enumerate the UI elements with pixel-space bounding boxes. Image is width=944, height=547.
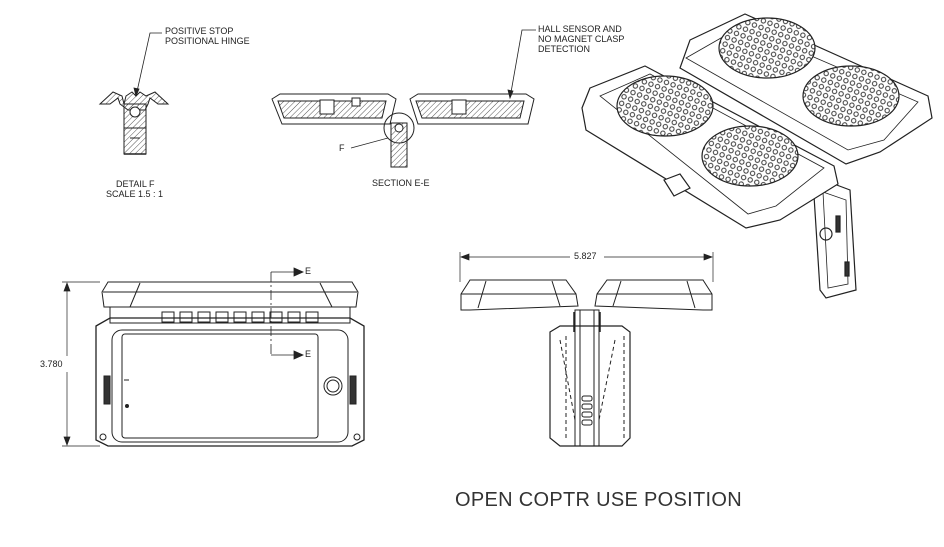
sensor-callout-line2: NO MAGNET CLASP [538,34,625,44]
front-pad [101,281,359,308]
front-view [95,281,365,447]
iso-front-fan-1 [616,75,714,137]
detail-f-reference: F [339,143,345,153]
side-right-pad [594,279,713,311]
section-detail-leader [350,137,389,149]
front-case [95,317,365,447]
hinge-pin [129,106,141,118]
width-dimension-value: 5.827 [574,251,597,261]
section-right-pad [409,93,535,125]
side-hinge-post [574,309,600,447]
section-left-pad [271,93,397,125]
height-dimension [62,281,100,447]
side-case [549,325,631,447]
hinge-callout-line1: POSITIVE STOP [165,26,234,36]
section-marker-top: E [305,266,312,276]
drawing-title: OPEN COPTR USE POSITION [455,489,742,511]
right-side-button [349,375,357,405]
iso-front-fan-2 [701,125,799,187]
hinge-leader [133,32,162,98]
section-name: SECTION E-E [372,178,430,188]
isometric-view [581,13,933,299]
height-dimension-value: 3.780 [40,359,63,369]
section-cut-line [270,267,304,360]
detail-name: DETAIL F [116,179,155,189]
home-button [323,376,343,396]
hinge-flange [98,91,170,111]
front-phone [111,329,349,443]
iso-back-fan-2 [802,65,900,127]
sensor-callout-line1: HALL SENSOR AND [538,24,622,34]
side-view [459,252,714,447]
detail-scale: SCALE 1.5 : 1 [106,189,164,199]
side-buttons [581,395,593,426]
sensor-leader [507,29,536,100]
iso-back-fan-1 [718,17,816,79]
sensor-callout-line3: DETECTION [538,44,591,54]
width-dimension [459,252,714,282]
side-left-pad [460,279,579,311]
detail-f-view [98,91,170,155]
left-side-button [103,375,111,405]
section-e-e-view [271,93,535,168]
hinge-teeth [161,311,319,323]
section-marker-bottom: E [305,349,312,359]
hinge-callout-line2: POSITIONAL HINGE [165,36,250,46]
